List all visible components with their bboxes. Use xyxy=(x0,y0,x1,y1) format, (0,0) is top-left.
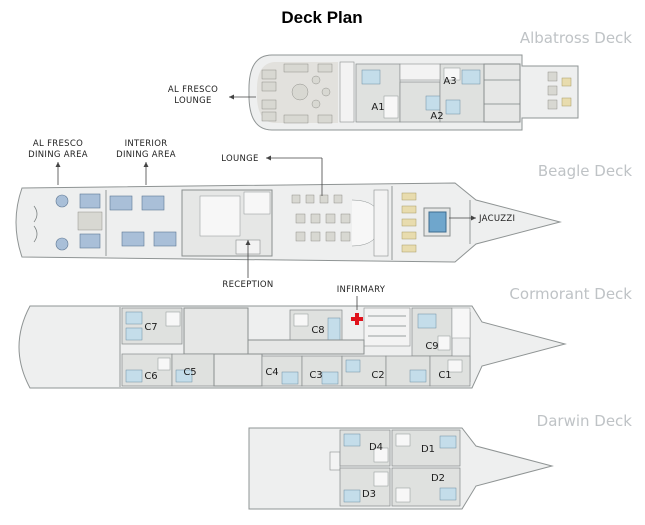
al-fresco-lounge-label-line1: AL FRESCO xyxy=(168,85,218,95)
infirmary-cross-icon xyxy=(351,313,363,325)
cabin-c6-label: C6 xyxy=(144,371,157,382)
darwin-deck-name: Darwin Deck xyxy=(537,412,633,430)
al-fresco-dining-label-line1: AL FRESCO xyxy=(33,139,83,149)
albatross-deck-name: Albatross Deck xyxy=(520,29,632,47)
albatross-deck: Albatross Deck xyxy=(168,29,632,131)
interior-dining-label-line2: DINING AREA xyxy=(116,150,176,160)
albatross-aft-terrace xyxy=(547,71,572,110)
cabin-c9-label: C9 xyxy=(425,341,438,352)
cormorant-deck-name: Cormorant Deck xyxy=(509,285,632,303)
cabin-a3-label: A3 xyxy=(443,76,456,87)
darwin-cabins xyxy=(339,429,461,507)
cormorant-lower-cabins xyxy=(121,353,471,387)
reception-label: RECEPTION xyxy=(222,280,273,290)
albatross-stairs xyxy=(339,61,355,123)
jacuzzi-pool xyxy=(428,211,447,233)
cabin-d4-label: D4 xyxy=(369,442,383,453)
cabin-d2-label: D2 xyxy=(431,473,445,484)
lounge-furniture xyxy=(291,189,389,257)
cabin-c2-label: C2 xyxy=(371,370,384,381)
cabin-c4-label: C4 xyxy=(265,367,278,378)
beagle-deck-name: Beagle Deck xyxy=(538,162,632,180)
al-fresco-dining-furniture xyxy=(33,193,103,251)
cabin-c1-label: C1 xyxy=(438,370,451,381)
albatross-cabins: A1 A2 A3 xyxy=(355,63,521,123)
cormorant-upper-cabins xyxy=(121,307,471,357)
cabin-c8-label: C8 xyxy=(311,325,324,336)
cabin-c7-label: C7 xyxy=(144,322,157,333)
cormorant-corridor xyxy=(183,307,249,355)
cabin-c5-label: C5 xyxy=(183,367,196,378)
cabin-c3-label: C3 xyxy=(309,370,322,381)
beagle-deck: Beagle Deck xyxy=(15,139,632,290)
interior-dining-label-line1: INTERIOR xyxy=(125,139,168,149)
cabin-d3-label: D3 xyxy=(362,489,376,500)
al-fresco-dining-label-line2: DINING AREA xyxy=(28,150,88,160)
infirmary-label: INFIRMARY xyxy=(337,285,386,295)
sundeck-loungers xyxy=(401,192,417,253)
al-fresco-lounge-label-line2: LOUNGE xyxy=(174,96,211,106)
page-title: Deck Plan xyxy=(281,8,362,27)
interior-dining-furniture xyxy=(109,195,177,247)
al-fresco-lounge-furniture xyxy=(261,63,333,124)
darwin-deck: Darwin Deck D4 D1 D2 D3 xyxy=(248,412,633,510)
lounge-label: LOUNGE xyxy=(221,154,258,164)
jacuzzi-label: JACUZZI xyxy=(478,214,515,224)
cabin-d1-label: D1 xyxy=(421,444,435,455)
cormorant-deck: Cormorant Deck xyxy=(18,285,632,389)
cabin-a2-label: A2 xyxy=(430,111,443,122)
cabin-a1-label: A1 xyxy=(371,102,384,113)
